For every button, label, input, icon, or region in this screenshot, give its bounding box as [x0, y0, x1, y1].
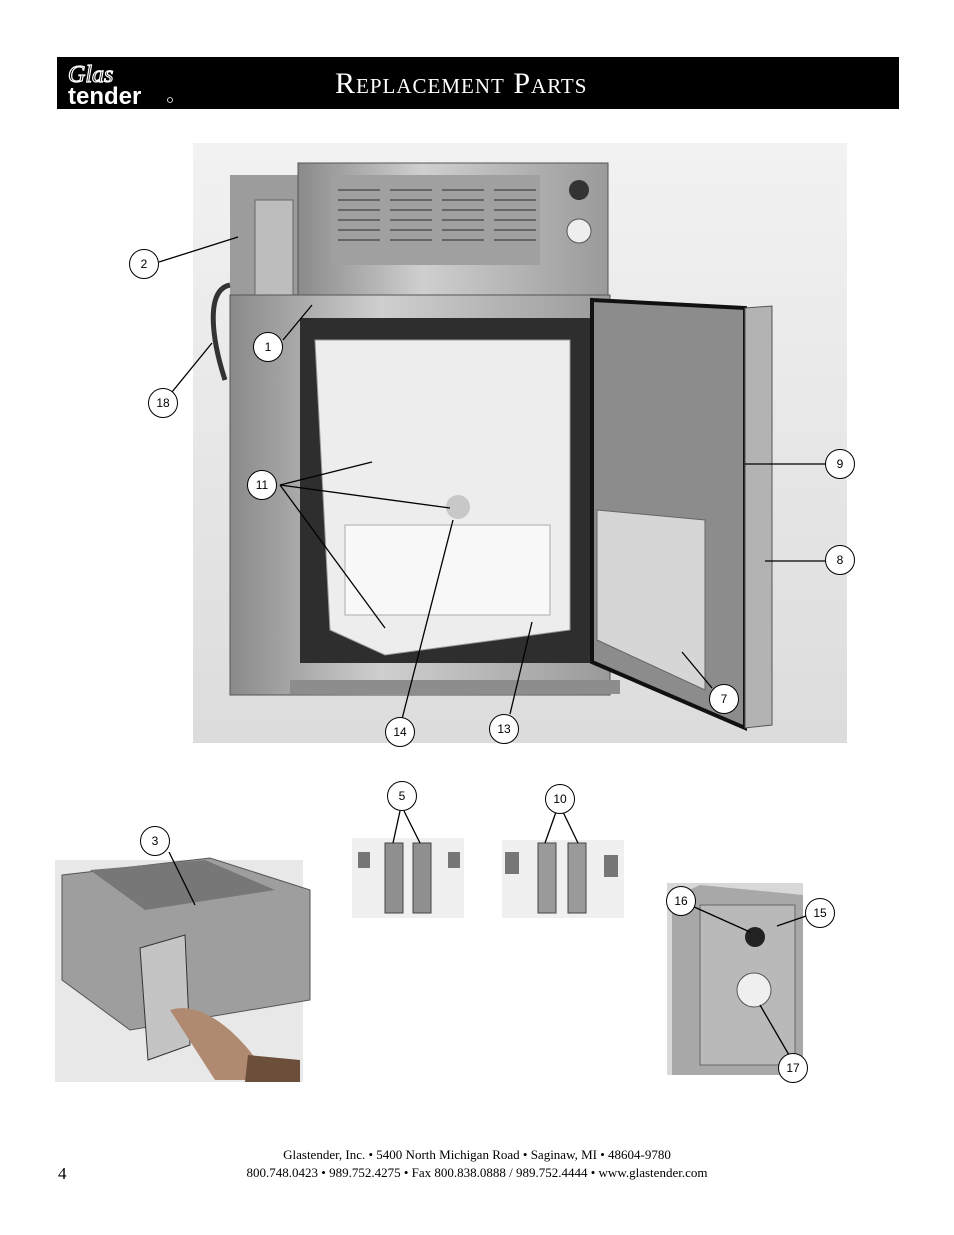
- door: [590, 297, 773, 732]
- logo-bottom-text: tender: [68, 83, 141, 108]
- filter-photo: [55, 851, 311, 1082]
- callout-2: 2: [129, 249, 159, 279]
- callout-8: 8: [825, 545, 855, 575]
- callout-14: 14: [385, 717, 415, 747]
- callout-5: 5: [387, 781, 417, 811]
- callout-10: 10: [545, 784, 575, 814]
- control-panel-photo: [667, 883, 807, 1075]
- callout-11: 11: [247, 470, 277, 500]
- condensing-unit: [230, 162, 609, 300]
- header-bar: [57, 57, 899, 109]
- callout-16: 16: [666, 886, 696, 916]
- callout-1: 1: [253, 332, 283, 362]
- callout-18: 18: [148, 388, 178, 418]
- callout-9: 9: [825, 449, 855, 479]
- logo-top-text: Glas: [68, 62, 113, 88]
- hinge-kit-5: [352, 810, 464, 918]
- callout-13: 13: [489, 714, 519, 744]
- footer-phone: 800.748.0423 • 989.752.4275 • Fax 800.83…: [246, 1165, 708, 1180]
- page-number: 4: [58, 1164, 67, 1183]
- leader-lines: [158, 236, 826, 720]
- callout-7: 7: [709, 684, 739, 714]
- footer-address: Glastender, Inc. • 5400 North Michigan R…: [283, 1147, 671, 1162]
- page-title: Replacement Parts: [335, 67, 588, 100]
- cabinet: [229, 294, 620, 696]
- callout-17: 17: [778, 1053, 808, 1083]
- callout-3: 3: [140, 826, 170, 856]
- glastender-logo: Glas tender: [67, 61, 173, 108]
- hinge-kit-10: [502, 811, 624, 918]
- callout-15: 15: [805, 898, 835, 928]
